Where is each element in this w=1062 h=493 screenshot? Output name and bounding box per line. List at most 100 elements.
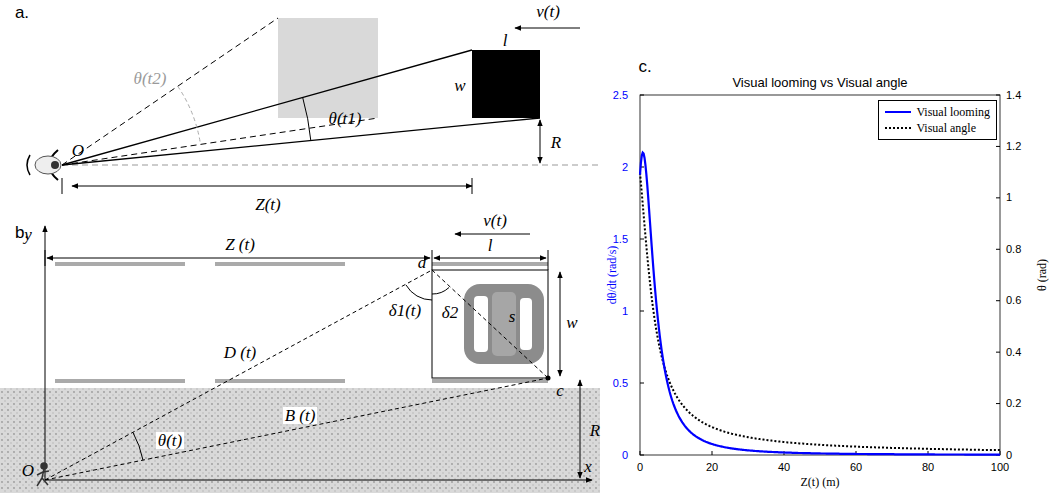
- axis-label: θ (rad): [1036, 259, 1048, 291]
- shape: [548, 250, 549, 270]
- axis-label: dθ/dt (rad/s): [606, 246, 618, 305]
- label: l: [488, 237, 493, 254]
- tick-mark: [996, 352, 1000, 353]
- legend-row: Visual angle: [885, 120, 990, 136]
- shape: [55, 262, 185, 266]
- shape: [455, 234, 530, 235]
- label: θ(t): [156, 432, 184, 449]
- shape: [37, 463, 49, 486]
- shape: [515, 28, 580, 29]
- shape: [45, 226, 46, 480]
- tick-label: 2: [622, 162, 628, 173]
- shape: [640, 95, 1000, 455]
- shape: [432, 270, 548, 378]
- label: w: [566, 314, 577, 331]
- label: y: [24, 226, 32, 243]
- tick-mark: [996, 197, 1000, 198]
- tick-label: 2.5: [613, 90, 628, 101]
- axis-label: Z(t) (m): [801, 476, 840, 488]
- label: v(t): [536, 3, 560, 20]
- shape: [580, 380, 581, 478]
- tick-label: 100: [991, 462, 1009, 473]
- legend-sample: [885, 108, 911, 116]
- shape: [406, 285, 432, 300]
- shape: [434, 258, 546, 259]
- shape: [45, 250, 46, 266]
- tick-mark: [996, 146, 1000, 147]
- shape: [55, 379, 185, 383]
- tick-mark: [996, 249, 1000, 250]
- shape: [546, 376, 551, 381]
- shape: [472, 50, 540, 118]
- tick-mark: [640, 95, 644, 96]
- label: Z(t): [255, 196, 281, 213]
- label: w: [454, 77, 465, 94]
- label: O: [72, 142, 84, 159]
- chart: [640, 95, 1000, 455]
- label: θ(t2): [134, 70, 167, 87]
- shape: [432, 288, 449, 295]
- tick-label: 0.2: [1006, 398, 1021, 409]
- shape: [51, 161, 59, 169]
- label: O: [22, 462, 34, 479]
- tick-mark: [996, 300, 1000, 301]
- shape: [45, 480, 592, 481]
- tick-mark: [712, 451, 713, 455]
- shape: [62, 164, 600, 165]
- label: R: [590, 422, 600, 439]
- shape: [492, 292, 516, 356]
- tick-label: 1.2: [1006, 141, 1021, 152]
- shape: [42, 478, 48, 485]
- tick-label: 1: [1006, 192, 1012, 203]
- label: s: [509, 308, 516, 325]
- label: δ2: [442, 304, 458, 321]
- panel-b: [0, 226, 600, 493]
- shape: [215, 262, 345, 266]
- label: δ1(t): [387, 302, 423, 319]
- label: l: [503, 32, 508, 49]
- shape: [35, 156, 61, 174]
- tick-label: 0: [1006, 450, 1012, 461]
- tick-mark: [996, 95, 1000, 96]
- tick-mark: [640, 383, 644, 384]
- shape: [62, 18, 278, 165]
- shape: [27, 155, 30, 175]
- shape: [432, 270, 548, 378]
- label: c.: [638, 58, 651, 75]
- shape: [520, 298, 532, 350]
- shape: [0, 388, 600, 493]
- tick-mark: [996, 403, 1000, 404]
- label: D (t): [222, 344, 259, 361]
- legend-sample: [885, 124, 911, 132]
- shape: [885, 111, 911, 113]
- shape: [42, 469, 44, 478]
- legend: Visual loomingVisual angle: [878, 100, 997, 140]
- looming-curve: [640, 153, 1000, 455]
- shape: [45, 270, 432, 480]
- shape: [37, 478, 42, 486]
- tick-label: 0.5: [613, 378, 628, 389]
- tick-label: 0.6: [1006, 295, 1021, 306]
- label: c: [556, 382, 564, 399]
- shape: [432, 262, 548, 266]
- tick-label: 0: [637, 462, 643, 473]
- label: R: [551, 134, 561, 151]
- shape: [474, 296, 488, 352]
- label: v(t): [483, 212, 507, 229]
- shape: [62, 178, 63, 194]
- tick-label: 0.4: [1006, 347, 1021, 358]
- shape: [133, 432, 143, 460]
- tick-label: 40: [778, 462, 790, 473]
- shape: [45, 378, 548, 480]
- legend-text: Visual angle: [916, 121, 976, 136]
- tick-label: 1.5: [613, 234, 628, 245]
- shape: [47, 258, 430, 259]
- tick-label: 0: [622, 450, 628, 461]
- tick-mark: [640, 239, 644, 240]
- label: B (t): [283, 407, 318, 424]
- shape: [432, 379, 548, 383]
- tick-label: 80: [922, 462, 934, 473]
- shape: [43, 471, 49, 472]
- tick-mark: [640, 451, 641, 455]
- shape: [432, 250, 433, 270]
